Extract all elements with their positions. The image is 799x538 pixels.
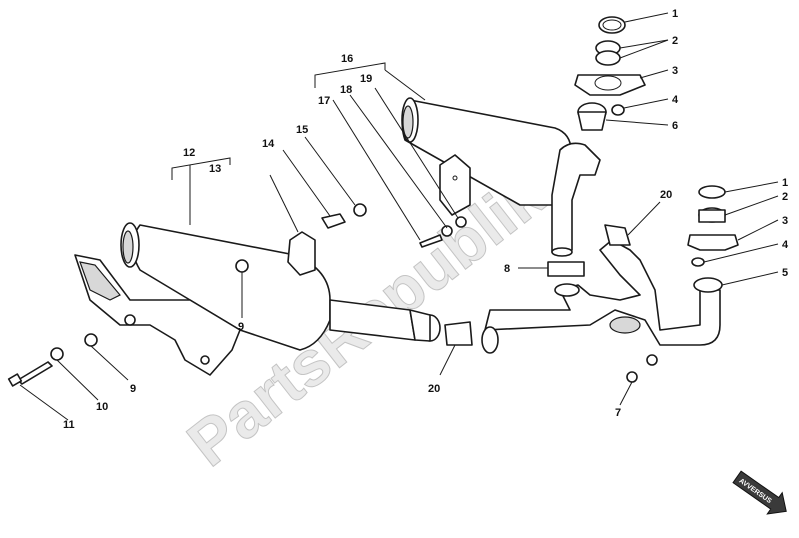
callout-20-upper: 20 [660, 189, 672, 201]
callout-2-upper: 2 [672, 35, 678, 47]
callout-4-lower: 4 [782, 239, 789, 251]
callout-11: 11 [63, 419, 75, 431]
callout-3-upper: 3 [672, 65, 678, 77]
hanger-bracket-lower [287, 231, 316, 276]
leader-lines [19, 12, 779, 421]
callout-4-upper: 4 [672, 94, 679, 106]
callout-13: 13 [209, 163, 221, 175]
callout-9-lower: 9 [130, 383, 136, 395]
lower-muffler [120, 222, 441, 351]
callout-14: 14 [262, 138, 275, 150]
callout-3-lower: 3 [782, 215, 788, 227]
callout-6: 6 [672, 120, 678, 132]
callout-8: 8 [504, 263, 510, 275]
callout-2-lower: 2 [782, 191, 788, 203]
callout-5: 5 [782, 267, 788, 279]
callout-1-lower: 1 [782, 177, 788, 189]
footrest-bracket [74, 254, 241, 376]
callout-16: 16 [341, 53, 353, 65]
direction-arrow: AVVERSUS [732, 470, 787, 515]
callout-19: 19 [360, 73, 372, 85]
callout-10: 10 [96, 401, 108, 413]
upper-gasket-stack [574, 16, 646, 131]
callouts: 1 2 3 4 6 1 2 3 4 5 7 8 9 9 10 11 12 13 … [63, 8, 789, 431]
lower-gasket-stack [687, 185, 739, 293]
callout-1-upper: 1 [672, 8, 678, 20]
hardware [7, 203, 638, 387]
callout-12: 12 [183, 147, 195, 159]
callout-20-lower: 20 [428, 383, 440, 395]
callout-15: 15 [296, 124, 308, 136]
callout-17: 17 [318, 95, 330, 107]
callout-18: 18 [340, 84, 352, 96]
callout-9-upper: 9 [238, 321, 244, 333]
callout-7: 7 [615, 407, 621, 419]
hanger-bracket-upper [439, 154, 471, 216]
